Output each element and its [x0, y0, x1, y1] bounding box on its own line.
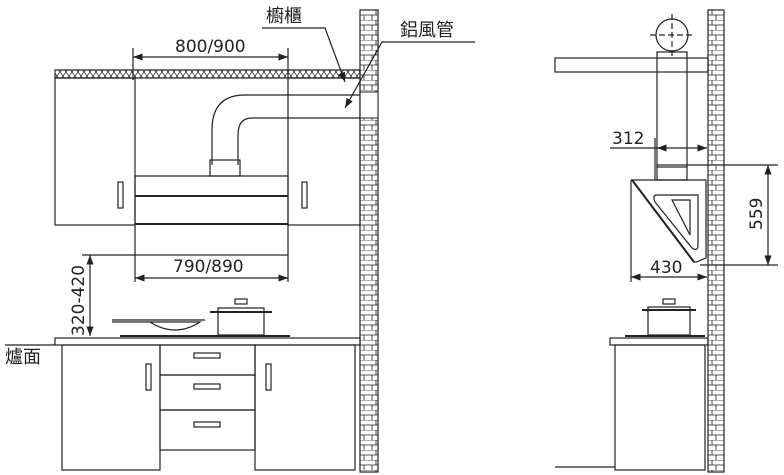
lower-cabinet-right	[254, 344, 356, 471]
pot	[647, 306, 691, 336]
ceiling-shelf	[554, 57, 709, 73]
dim-install-height: 320-420	[69, 265, 89, 336]
cabinet-handle	[301, 181, 308, 209]
brick-wall	[359, 9, 379, 473]
side-view: 312 559 430	[554, 9, 778, 473]
wok	[112, 321, 203, 331]
side-duct	[656, 51, 688, 168]
label-cabinet: 櫥櫃	[266, 6, 302, 27]
drawer	[159, 374, 256, 411]
drawer	[159, 409, 256, 451]
front-view: 800/900 790/890 320-420 櫥櫃 鋁風管 爐面	[5, 6, 475, 473]
cabinet-handle	[117, 181, 124, 209]
brick-wall	[707, 9, 725, 473]
countertop	[609, 337, 709, 346]
countertop	[54, 337, 361, 346]
upper-cabinet-left	[54, 77, 136, 226]
label-aluminum-duct: 鋁風管	[400, 20, 454, 41]
dim-hood-width: 790/890	[173, 257, 244, 277]
range-hood	[134, 175, 289, 256]
duct-wall-opening	[359, 91, 379, 119]
dim-hood-depth: 430	[650, 258, 682, 278]
lower-cabinet-left	[61, 344, 161, 471]
label-cooktop-surface: 爐面	[5, 347, 41, 368]
lower-cabinet	[614, 344, 706, 471]
hood-collar	[209, 159, 241, 177]
aluminum-duct	[211, 94, 360, 165]
dim-hood-height: 559	[747, 198, 767, 230]
cabinet-top-board	[54, 69, 361, 79]
upper-cabinet-right	[287, 77, 361, 226]
drawer	[159, 344, 256, 376]
dim-cabinet-width: 800/900	[175, 37, 246, 57]
dim-duct-offset: 312	[612, 129, 644, 149]
